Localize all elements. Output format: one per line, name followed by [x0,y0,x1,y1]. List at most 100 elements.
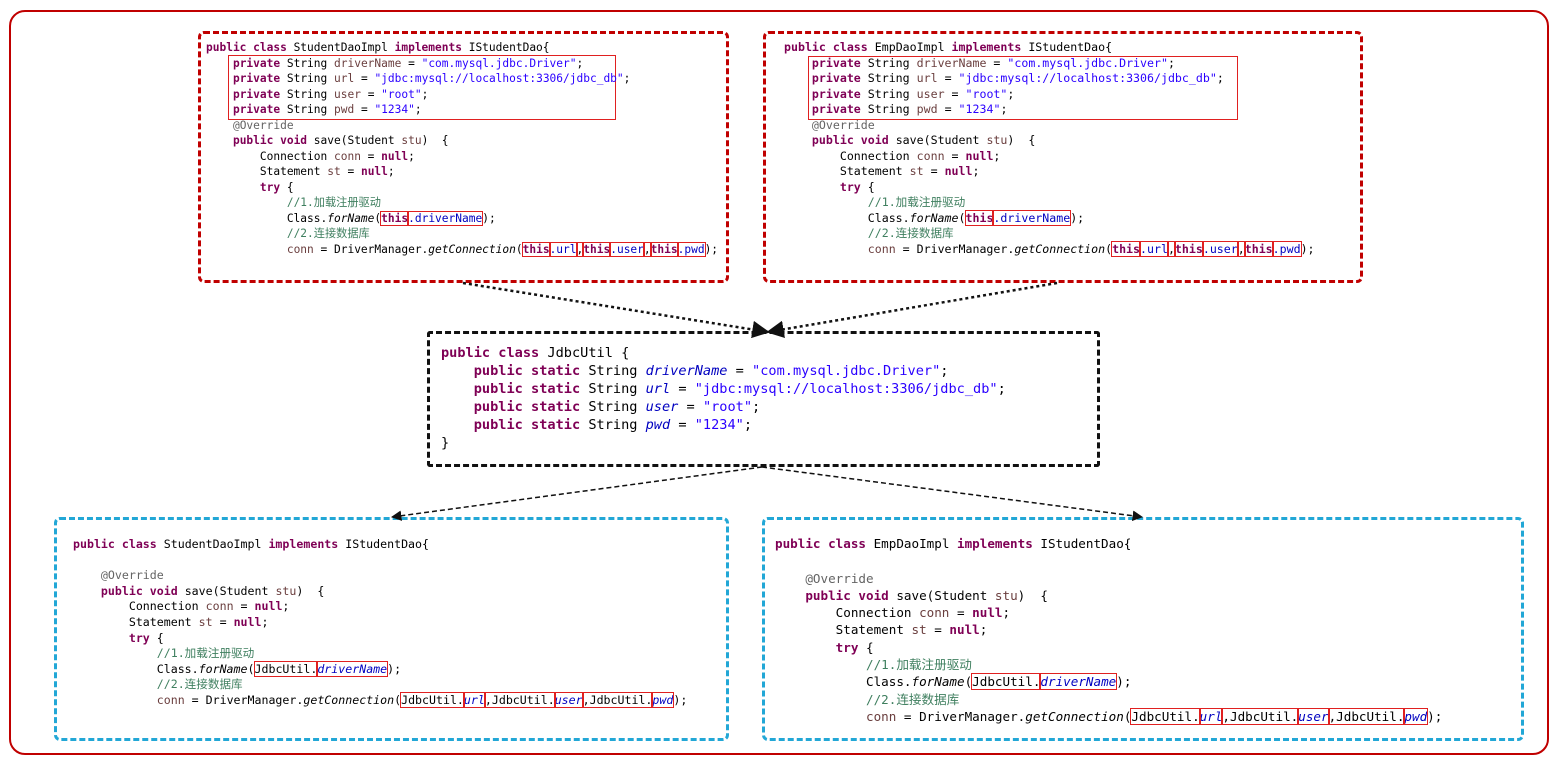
code-line: try { [206,180,718,196]
code-line: public static String driverName = "com.m… [441,362,1006,380]
code-token: IStudentDao{ [345,537,429,551]
code-token: .driverName [407,210,484,226]
code-token: = DriverManager. [896,708,1026,724]
code-token: this [582,241,612,257]
code-token: , [642,241,652,257]
code-token: = [670,381,695,398]
code-token [784,87,812,101]
code-line: Connection conn = null; [784,149,1315,165]
code-token: ; [623,72,631,85]
code-token: @Override [100,568,164,583]
code-token [775,588,805,603]
code-token: "root" [965,86,1008,101]
code-token: conn [333,149,361,163]
code-token: = [233,599,255,614]
code-token: , [575,241,585,257]
code-token: null [965,148,994,163]
code-token: "root" [381,87,422,101]
top-right-box [763,31,1363,283]
code-token: Statement [784,164,910,178]
code-token: JdbcUtil. [971,673,1042,691]
code-line: //2.连接数据库 [775,691,1442,708]
code-line: //1.加载注册驱动 [73,646,687,662]
code-token: conn [286,242,314,256]
code-token: ; [979,622,988,638]
code-token: ) { [421,134,449,147]
code-token: , [1166,240,1176,257]
code-token: ,JdbcUtil. [1327,707,1406,725]
code-token [206,103,233,116]
code-token: ( [964,674,973,690]
code-token: String [867,86,917,101]
code-token: = [670,417,695,434]
code-line: Statement st = null; [206,164,718,180]
code-line: private String pwd = "1234"; [784,102,1315,118]
code-token [206,243,287,256]
code-token: conn [919,605,950,621]
arrow-middle-to-bottom-right [761,466,1144,521]
code-token: String [867,55,917,70]
code-token: Connection [73,599,206,614]
code-line: public class StudentDaoImpl implements I… [73,537,687,553]
code-token: this [964,209,995,226]
code-token: String [867,102,917,116]
code-token: st [327,165,341,178]
code-token: st [911,622,927,638]
code-token: JdbcUtil. [400,691,465,708]
code-token: ,JdbcUtil. [1221,707,1300,725]
arrow-top-left-to-middle [462,281,770,339]
code-token: ( [958,210,966,225]
code-token [775,692,866,707]
code-token: user [334,87,361,101]
code-token: ); [1427,708,1443,724]
code-line: Class.forName(this.driverName); [206,210,718,227]
code-token: try [128,630,157,645]
code-token: ); [387,661,402,676]
code-line: try { [775,639,1442,656]
code-token [441,417,474,433]
code-token [441,399,474,415]
code-token: EmpDaoImpl [874,40,952,54]
code-token: this [1173,240,1204,257]
code-token: user [916,86,945,101]
code-token: IStudentDao{ [468,41,550,54]
code-token: String [286,87,334,101]
code-token: "1234" [694,417,744,434]
code-token: IStudentDao{ [1040,536,1132,551]
code-token: Connection [784,148,917,163]
code-line: Class.forName(JdbcUtil.driverName); [775,673,1442,691]
code-line: @Override [775,570,1442,587]
code-token: "com.mysql.jdbc.Driver" [421,56,577,70]
code-token: @Override [811,117,875,132]
code-token: null [949,622,980,638]
code-token: ); [1300,241,1315,256]
code-token: ,JdbcUtil. [581,691,654,708]
code-token [206,134,233,147]
code-token: getConnection [303,692,395,707]
code-line: @Override [784,118,1315,134]
code-token: st [909,164,924,178]
code-token: = [944,148,966,163]
code-token: public static [473,381,589,398]
code-token: public class [206,41,294,54]
code-token [73,693,157,707]
code-token: null [254,599,283,614]
code-token: driverName [334,56,402,70]
code-token: this [380,210,410,226]
code-token: pwd [916,102,938,116]
code-token: //2.连接数据库 [156,677,243,692]
code-token: this [521,241,551,257]
code-token [784,71,812,85]
code-token: url [645,381,671,398]
code-token: //1.加载注册驱动 [156,646,255,661]
code-token: ,JdbcUtil. [483,691,556,708]
code-token: "jdbc:mysql://localhost:3306/jdbc_db" [958,71,1217,85]
code-line: conn = DriverManager.getConnection(JdbcU… [775,707,1443,725]
code-token: String [588,417,646,434]
code-token [73,631,129,645]
code-token: StudentDaoImpl [293,41,395,54]
code-token: private [811,71,868,85]
code-token: "com.mysql.jdbc.Driver" [752,363,941,380]
code-token: implements [268,537,346,551]
